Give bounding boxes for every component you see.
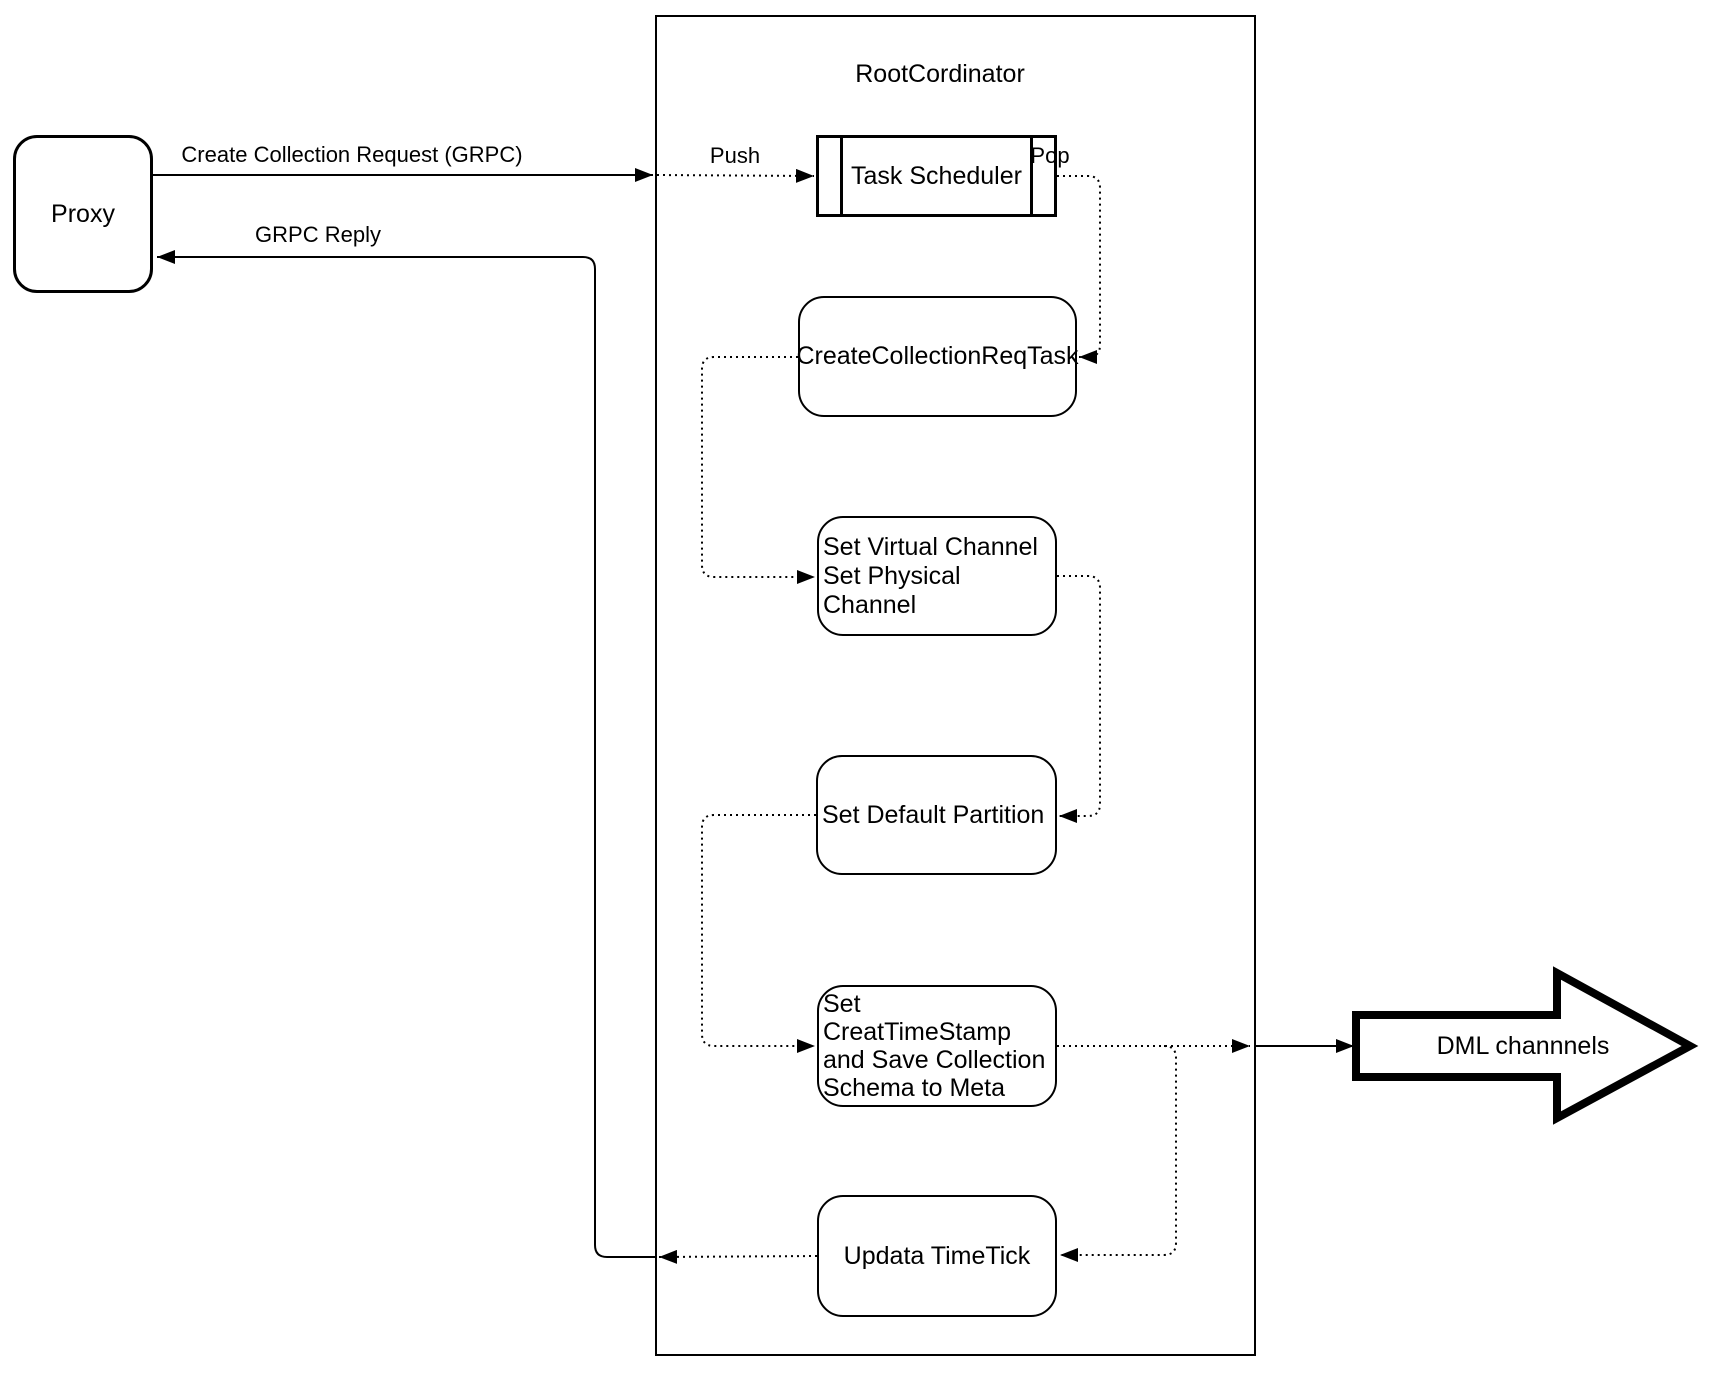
dml-channels-arrow	[1352, 966, 1699, 1125]
proxy-node: Proxy	[13, 135, 153, 293]
update-timetick-node: Updata TimeTick	[817, 1195, 1057, 1317]
task-scheduler-right-bar	[1030, 138, 1033, 214]
pop-label: Pop	[1030, 143, 1070, 168]
edge-timetick-out	[658, 1249, 818, 1264]
edge-to-set-create-timestamp	[701, 814, 816, 1053]
set-create-timestamp-node: Set CreatTimeStamp and Save Collection S…	[817, 985, 1057, 1107]
set-channels-node: Set Virtual Channel Set Physical Channel	[817, 516, 1057, 636]
edge-push	[656, 168, 815, 183]
set-channels-label: Set Virtual Channel Set Physical Channel	[823, 532, 1038, 619]
push-label: Push	[709, 143, 761, 168]
root-coordinator-title: RootCordinator	[855, 60, 1025, 88]
root-coordinator-container	[655, 15, 1256, 1356]
task-scheduler-left-bar	[840, 138, 843, 214]
edge-grpc-reply	[157, 250, 655, 1258]
create-collection-req-task-label: CreateCollectionReqTask	[796, 342, 1079, 370]
edge-to-update-timetick	[1060, 1045, 1177, 1262]
grpc-reply-label: GRPC Reply	[255, 222, 381, 247]
edge-to-set-channels	[701, 356, 815, 584]
create-collection-req-task-node: CreateCollectionReqTask	[796, 296, 1079, 417]
edge-to-set-default-partition	[1057, 575, 1101, 823]
proxy-label: Proxy	[51, 199, 115, 228]
update-timetick-label: Updata TimeTick	[843, 1241, 1031, 1270]
task-scheduler-node: Task Scheduler	[816, 135, 1057, 217]
task-scheduler-label: Task Scheduler	[851, 161, 1022, 190]
create-collection-request-label: Create Collection Request (GRPC)	[181, 142, 523, 167]
set-default-partition-label: Set Default Partition	[822, 800, 1045, 829]
set-create-timestamp-label: Set CreatTimeStamp and Save Collection S…	[823, 990, 1046, 1102]
dml-channels-label: DML channnels	[1436, 1032, 1610, 1060]
set-default-partition-node: Set Default Partition	[816, 755, 1057, 875]
